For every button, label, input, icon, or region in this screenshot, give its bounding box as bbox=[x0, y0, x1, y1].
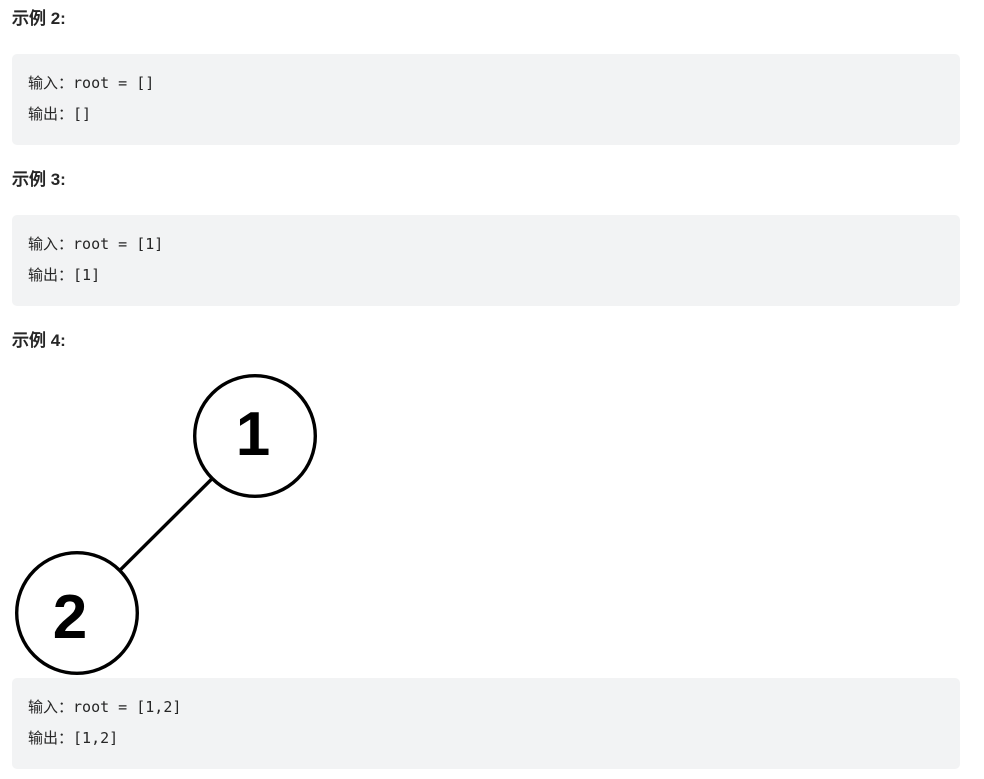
input-label: 输入： bbox=[28, 74, 74, 92]
binary-tree-diagram: 1 2 bbox=[15, 374, 317, 675]
tree-node-2 bbox=[15, 550, 139, 675]
output-value: [] bbox=[73, 105, 92, 123]
output-value: [1] bbox=[73, 266, 101, 284]
input-value: root = [1,2] bbox=[73, 698, 182, 716]
example-2-heading: 示例 2: bbox=[12, 9, 66, 28]
tree-node-1-value: 1 bbox=[236, 400, 270, 469]
output-label: 输出： bbox=[28, 729, 74, 747]
tree-node-1 bbox=[192, 374, 317, 498]
input-value: root = [] bbox=[73, 74, 155, 92]
output-label: 输出： bbox=[28, 105, 74, 123]
example-2-code-block: 输入：root = [] 输出：[] bbox=[12, 54, 960, 145]
example-3-code-block: 输入：root = [1] 输出：[1] bbox=[12, 215, 960, 306]
output-label: 输出： bbox=[28, 266, 74, 284]
input-value: root = [1] bbox=[73, 235, 164, 253]
example-3-heading: 示例 3: bbox=[12, 170, 66, 189]
tree-node-2-value: 2 bbox=[53, 583, 87, 652]
output-value: [1,2] bbox=[73, 729, 119, 747]
example-4-heading: 示例 4: bbox=[12, 331, 66, 350]
example-4-code-block: 输入：root = [1,2] 输出：[1,2] bbox=[12, 678, 960, 769]
input-label: 输入： bbox=[28, 235, 74, 253]
input-label: 输入： bbox=[28, 698, 74, 716]
